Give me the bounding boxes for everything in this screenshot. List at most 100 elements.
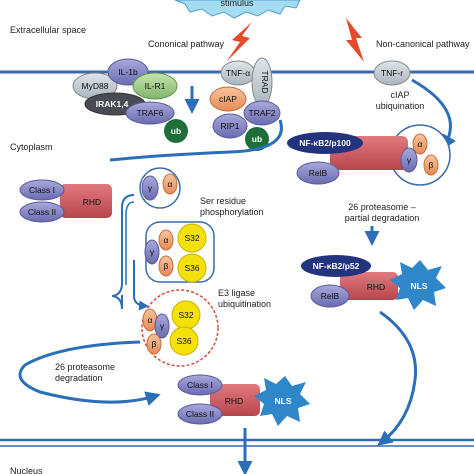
degr-line2: degradation	[55, 373, 103, 383]
class-i-node	[19, 179, 65, 201]
stimulus-burst	[174, 0, 301, 19]
region-cytoplasm: Cytoplasm	[10, 142, 53, 152]
stimulus-label: stimulus	[220, 0, 254, 8]
alpha-label-top: α	[168, 179, 173, 189]
arrow-non-canonical-arc	[411, 78, 456, 151]
traf6-label: TRAF6	[137, 108, 164, 118]
class-ii-label-n: Class II	[186, 409, 214, 419]
s32-label-1: S32	[184, 233, 199, 243]
beta-node-2	[158, 255, 174, 277]
class-ii-label: Class II	[28, 207, 56, 217]
pathway-non-canonical-label: Non-canonical pathway	[376, 39, 470, 49]
p52-label: NF-κB2/p52	[313, 261, 360, 271]
gamma-label-2: γ	[150, 247, 155, 257]
rip1-label: RIP1	[221, 121, 240, 131]
alpha-label-3: α	[148, 315, 153, 325]
rhd-bar-2	[210, 384, 260, 416]
gamma-node-2	[144, 239, 160, 265]
nls-star-c	[254, 376, 310, 426]
classi-classii-complex: RHD Class I Class II	[19, 179, 112, 223]
alpha-label-nc: α	[418, 139, 423, 149]
nls-label-c: NLS	[275, 396, 292, 406]
arrow-top-to-classi	[133, 260, 149, 311]
il1b-label: IL-1b	[118, 67, 138, 77]
ciap-ubiquination-line2: ubiquination	[376, 101, 425, 111]
lightning-bolt-left-icon	[226, 22, 252, 62]
degr-line1: 26 proteasome	[55, 362, 115, 372]
tnf-r-label: TNF-r	[381, 68, 403, 78]
arrow-degradation	[18, 340, 161, 406]
gamma-label-3: γ	[160, 321, 165, 331]
lightning-bolt-right-icon	[346, 18, 364, 62]
ub-label-2: ub	[252, 134, 262, 144]
s36-label-2: S36	[176, 336, 191, 346]
ubiquitinated-ikb-complex: α γ β S32 S36	[141, 289, 219, 367]
alpha-node-top	[162, 173, 178, 195]
arrow-p52-to-nucleus	[377, 310, 418, 446]
traf6-node	[125, 101, 175, 125]
region-extracellular: Extracellular space	[10, 25, 86, 35]
alpha-node-2	[158, 229, 174, 251]
class-ii-node-n	[177, 403, 223, 425]
nls-star-nc	[390, 260, 446, 310]
bracket-top	[125, 201, 135, 285]
irak-label: IRAK1,4	[96, 99, 129, 109]
proteasome-partial-line2: partial degradation	[345, 213, 420, 223]
s32-node-1	[177, 223, 207, 253]
pathway-canonical-label: Cononical pathway	[148, 39, 225, 49]
rhd-label-1: RHD	[83, 197, 101, 207]
traf2-label: TRAF2	[249, 108, 276, 118]
tnf-r-node	[373, 60, 411, 86]
region-nucleus: Nucleus	[10, 466, 43, 474]
ser-line1: Ser residue	[200, 196, 246, 206]
gamma-node-nc	[400, 147, 418, 173]
beta-label-nc: β	[429, 160, 434, 170]
ciap-node	[209, 86, 247, 112]
class-i-label: Class I	[29, 185, 55, 195]
ub-node-1	[164, 119, 188, 143]
relb2-node	[310, 284, 350, 308]
gamma-label-top: γ	[148, 183, 153, 193]
rip1-node	[212, 113, 248, 139]
beta-node-nc	[423, 154, 439, 176]
il1-receptor-complex: MyD88 IL-1b IL-R1 IRAK1,4 TRAF6 ub	[72, 58, 188, 143]
rhd-bar-1	[60, 184, 112, 218]
il-r1-label: IL-R1	[145, 81, 166, 91]
relb2-label: RelB	[321, 291, 340, 301]
free-nfkb-complex: RHD Class I Class II NLS	[177, 374, 310, 426]
class-i-node-n	[177, 374, 223, 396]
tnf-receptor-complex: TNF-α TRAD cIAP TRAF2 RIP1 ub	[209, 57, 281, 151]
s32-label-2: S32	[178, 310, 193, 320]
traf2-node	[243, 100, 281, 126]
p52-rhd-label: RHD	[367, 282, 385, 292]
tnf-a-label: TNF-α	[226, 68, 250, 78]
class-i-label-n: Class I	[187, 380, 213, 390]
s36-node-1	[177, 253, 207, 283]
trad-label: TRAD	[260, 70, 270, 93]
arrow-canonical-arc	[109, 119, 283, 162]
ub-label-1: ub	[171, 126, 181, 136]
p100-label: NF-κB2/p100	[299, 138, 351, 148]
alpha-label-2: α	[164, 235, 169, 245]
nls-label-nc: NLS	[411, 281, 428, 291]
relb-label: RelB	[309, 168, 328, 178]
bracket	[111, 194, 135, 310]
e3-line1: E3 ligase	[218, 288, 255, 298]
beta-label-3: β	[152, 339, 157, 349]
p100-relb-complex: NF-κB2/p100 RelB α β γ	[287, 124, 451, 186]
p52-node	[301, 255, 371, 277]
relb-node	[296, 161, 340, 185]
myd88-label: MyD88	[82, 81, 109, 91]
il-r1-node	[132, 72, 178, 100]
gamma-node-top	[141, 175, 159, 201]
e3-line2: ubiquitination	[218, 299, 271, 309]
s36-label-1: S36	[184, 263, 199, 273]
ub-node-2	[245, 127, 269, 151]
p100-node	[287, 132, 363, 154]
gamma-label-nc: γ	[407, 155, 412, 165]
proteasome-partial-line1: 26 proteasome –	[348, 202, 416, 212]
beta-label-2: β	[164, 261, 169, 271]
s36-node-2	[169, 326, 199, 356]
ciap-label: cIAP	[219, 94, 237, 104]
